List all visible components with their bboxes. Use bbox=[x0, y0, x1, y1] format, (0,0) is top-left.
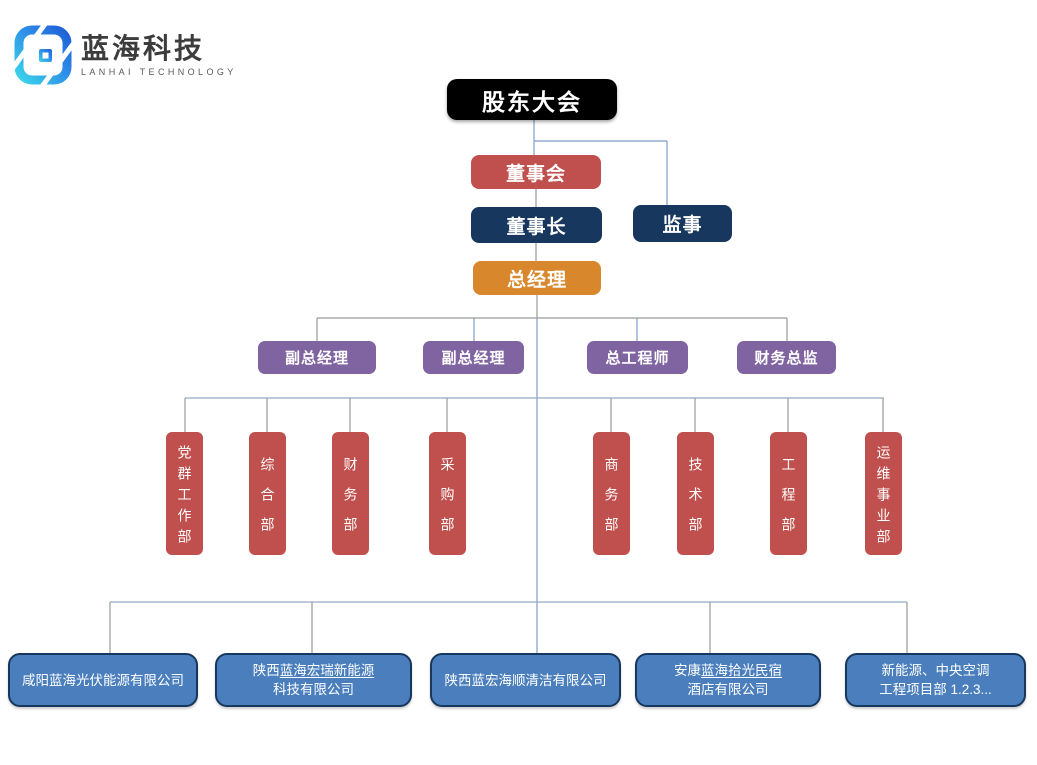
logo-mark-icon bbox=[14, 24, 72, 86]
subsidiary-name-line2: 工程项目部 1.2.3... bbox=[879, 682, 992, 697]
company-logo: 蓝海科技 LANHAI TECHNOLOGY bbox=[14, 24, 237, 86]
subsidiary-name: 咸阳蓝海光伏能源有限公司 bbox=[22, 672, 184, 688]
node-dept-engineering: 工程部 bbox=[770, 432, 807, 555]
node-dept-general: 综合部 bbox=[249, 432, 286, 555]
subsidiary-name-line2: 酒店有限公司 bbox=[687, 682, 769, 697]
subsidiary-name-line1: 安康蓝海拾光民宿 bbox=[674, 663, 782, 678]
node-subsidiary-hongrui-energy: 陕西蓝海宏瑞新能源 科技有限公司 bbox=[215, 653, 412, 707]
logo-subtitle: LANHAI TECHNOLOGY bbox=[81, 66, 237, 77]
node-subsidiary-cleaning: 陕西蓝宏海顺清洁有限公司 bbox=[430, 653, 621, 707]
node-subsidiary-hotel: 安康蓝海拾光民宿 酒店有限公司 bbox=[635, 653, 821, 707]
subsidiary-name-line1: 新能源、中央空调 bbox=[881, 663, 990, 678]
node-shareholders-meeting: 股东大会 bbox=[447, 79, 617, 120]
node-project-departments: 新能源、中央空调 工程项目部 1.2.3... bbox=[845, 653, 1026, 707]
node-subsidiary-xianyang-pv: 咸阳蓝海光伏能源有限公司 bbox=[8, 653, 198, 707]
node-board-of-directors: 董事会 bbox=[471, 155, 601, 189]
subsidiary-name-line1: 陕西蓝海宏瑞新能源 bbox=[252, 663, 375, 678]
node-dept-technology: 技术部 bbox=[677, 432, 714, 555]
node-chief-engineer: 总工程师 bbox=[587, 341, 688, 374]
logo-company-name: 蓝海科技 bbox=[81, 32, 206, 64]
node-chairman: 董事长 bbox=[471, 207, 602, 243]
logo-text: 蓝海科技 LANHAI TECHNOLOGY bbox=[81, 32, 237, 77]
subsidiary-name: 陕西蓝宏海顺清洁有限公司 bbox=[444, 672, 607, 688]
node-supervisor: 监事 bbox=[633, 205, 732, 242]
node-dept-commerce: 商务部 bbox=[593, 432, 630, 555]
node-finance-director: 财务总监 bbox=[737, 341, 836, 374]
node-general-manager: 总经理 bbox=[473, 261, 601, 295]
node-dept-procurement: 采购部 bbox=[429, 432, 466, 555]
node-dept-operations: 运维事业部 bbox=[865, 432, 902, 555]
node-dept-party-affairs: 党群工作部 bbox=[166, 432, 203, 555]
node-deputy-gm-1: 副总经理 bbox=[258, 341, 376, 374]
node-deputy-gm-2: 副总经理 bbox=[423, 341, 524, 374]
subsidiary-name-line2: 科技有限公司 bbox=[273, 682, 354, 697]
node-dept-finance: 财务部 bbox=[332, 432, 369, 555]
